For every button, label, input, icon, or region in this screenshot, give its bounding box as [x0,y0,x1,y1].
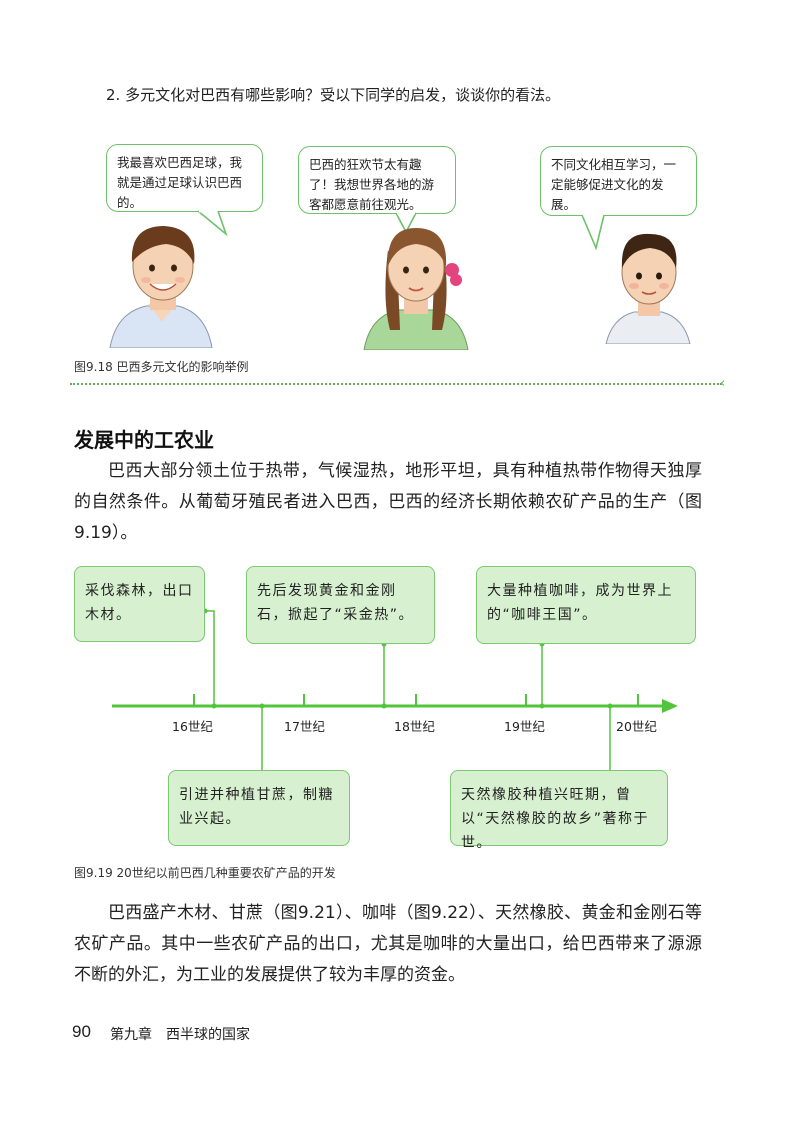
timeline-event-text: 引进并种植甘蔗，制糖业兴起。 [179,787,334,827]
timeline-event-text: 先后发现黄金和金刚石，掀起了“采金热”。 [257,583,415,623]
girl-illustration [363,228,469,350]
page-number: 90 [72,1022,91,1041]
section-heading: 发展中的工农业 [74,428,214,452]
timeline-event-gold: 先后发现黄金和金刚石，掀起了“采金热”。 [246,566,435,644]
timeline-diagram [112,608,678,770]
timeline-event-timber: 采伐森林，出口木材。 [74,566,205,642]
speech-bubble-football-text: 我最喜欢巴西足球，我就是通过足球认识巴西的。 [117,155,243,210]
chapter-title: 第九章 西半球的国家 [110,1027,250,1043]
discussion-question: 2. 多元文化对巴西有哪些影响？受以下同学的启发，谈谈你的看法。 [106,86,561,104]
timeline-tick-label: 18世纪 [394,719,435,734]
speech-bubble-carnival: 巴西的狂欢节太有趣了！我想世界各地的游客都愿意前往观光。 [298,146,456,214]
timeline-event-coffee: 大量种植咖啡，成为世界上的“咖啡王国”。 [476,566,696,644]
speech-bubble-football: 我最喜欢巴西足球，我就是通过足球认识巴西的。 [106,144,263,212]
timeline-event-text: 天然橡胶种植兴旺期，曾以“天然橡胶的故乡”著称于世。 [461,787,650,851]
timeline-tick-label: 20世纪 [616,719,657,734]
boy-illustration-right [605,233,691,344]
section-divider [70,383,722,385]
paragraph-intro: 巴西大部分领土位于热带，气候湿热，地形平坦，具有种植热带作物得天独厚的自然条件。… [74,461,702,543]
boy-illustration-left [109,226,213,348]
timeline-event-text: 采伐森林，出口木材。 [85,583,194,623]
figure-9-19-caption: 图9.19 20世纪以前巴西几种重要农矿产品的开发 [74,866,336,880]
chevron-left-icon: ‹ [720,376,726,391]
timeline-tick-label: 16世纪 [172,719,213,734]
speech-bubble-culture-text: 不同文化相互学习，一定能够促进文化的发展。 [551,157,677,212]
timeline-tick-label: 19世纪 [504,719,545,734]
timeline-event-sugarcane: 引进并种植甘蔗，制糖业兴起。 [168,770,350,846]
paragraph-products: 巴西盛产木材、甘蔗（图9.21）、咖啡（图9.22）、天然橡胶、黄金和金刚石等农… [74,903,702,985]
timeline-event-rubber: 天然橡胶种植兴旺期，曾以“天然橡胶的故乡”著称于世。 [450,770,668,851]
speech-bubble-tail [581,214,605,250]
timeline-tick-label: 17世纪 [284,719,325,734]
speech-bubble-culture: 不同文化相互学习，一定能够促进文化的发展。 [540,146,697,216]
figure-9-18-caption: 图9.18 巴西多元文化的影响举例 [74,360,249,374]
timeline-event-text: 大量种植咖啡，成为世界上的“咖啡王国”。 [487,583,673,623]
speech-bubble-tail [197,210,228,236]
speech-bubble-carnival-text: 巴西的狂欢节太有趣了！我想世界各地的游客都愿意前往观光。 [309,157,435,212]
